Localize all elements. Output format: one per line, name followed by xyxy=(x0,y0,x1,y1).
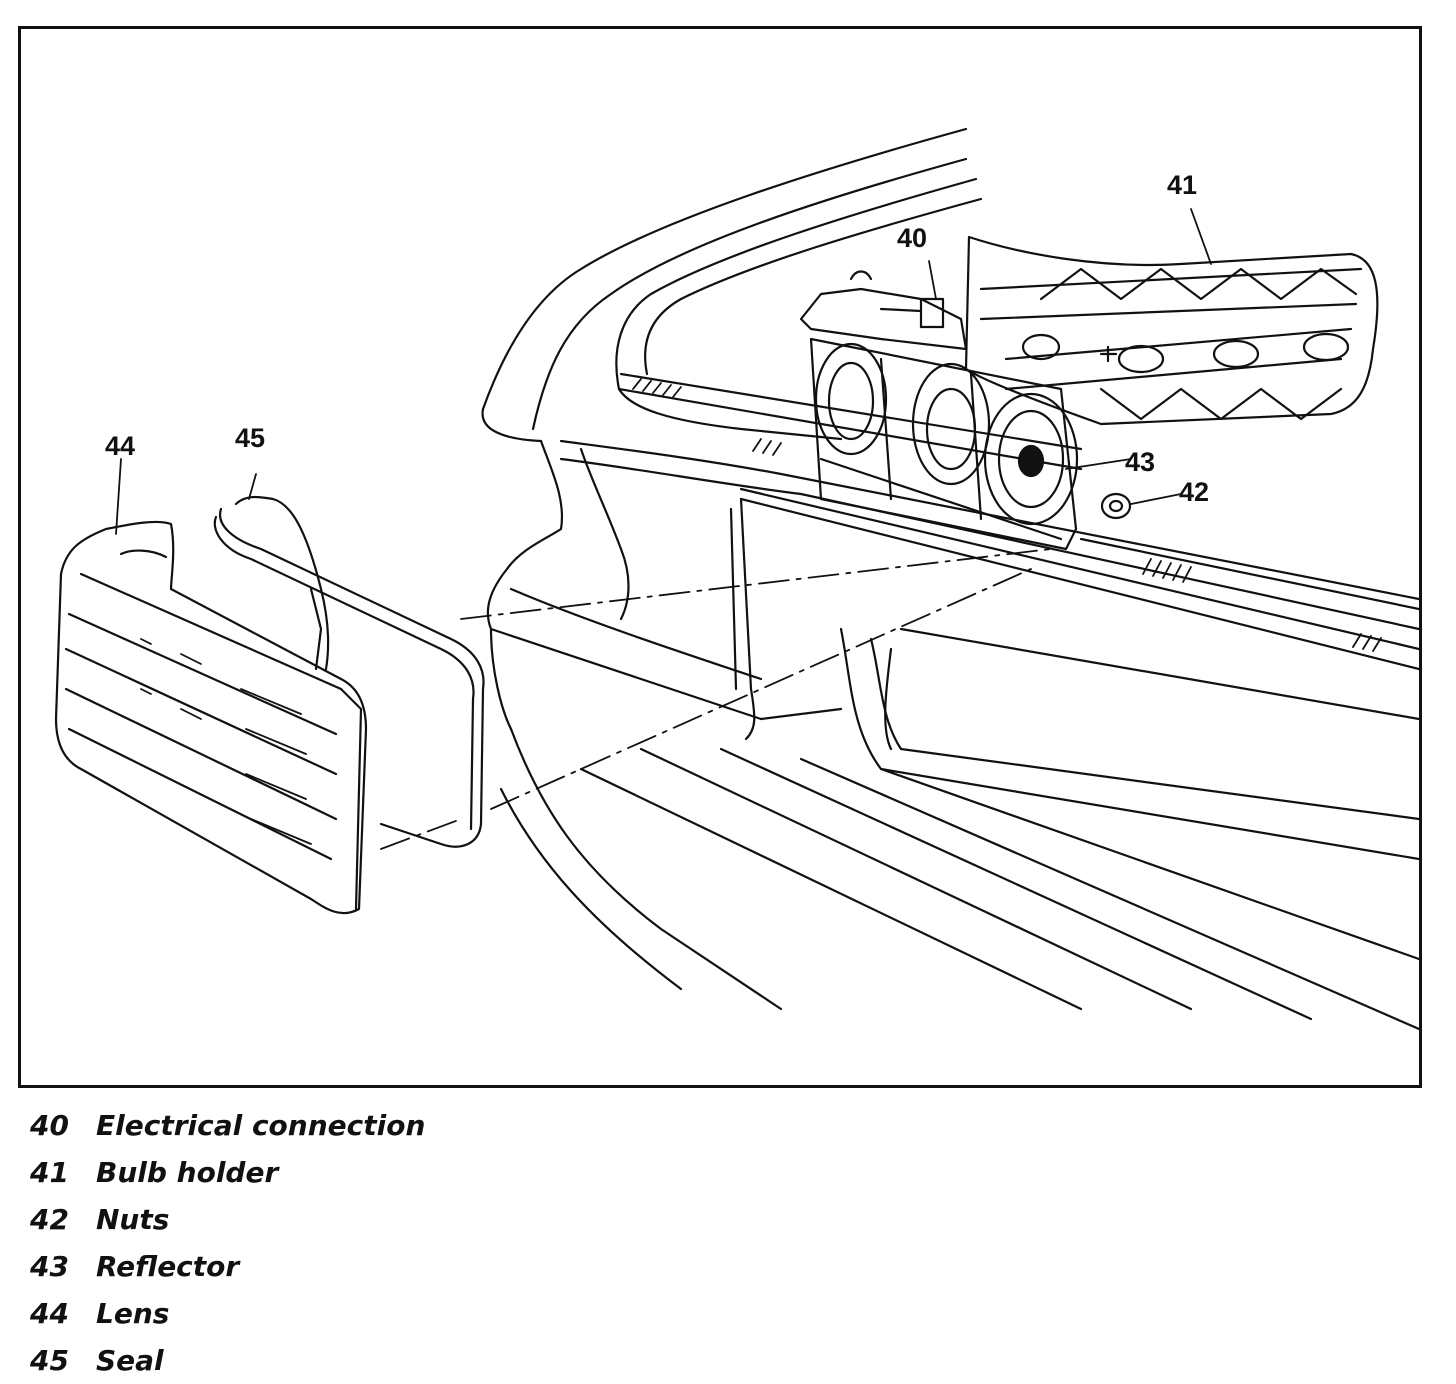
nut-part-42 xyxy=(1100,492,1132,520)
legend-row: 42 Nuts xyxy=(30,1196,670,1243)
connector-part-40 xyxy=(799,270,968,351)
legend-row: 45 Seal xyxy=(30,1337,670,1384)
callout-44: 44 xyxy=(105,431,136,461)
legend-number: 44 xyxy=(30,1297,69,1330)
legend-label: Electrical connection xyxy=(96,1109,426,1142)
legend-row: 44 Lens xyxy=(30,1290,670,1337)
legend-label: Reflector xyxy=(96,1250,240,1283)
callout-42: 42 xyxy=(1179,477,1210,507)
legend-label: Bulb holder xyxy=(96,1156,279,1189)
legend-number: 42 xyxy=(30,1203,69,1236)
parts-legend: 40 Electrical connection 41 Bulb holder … xyxy=(30,1102,670,1384)
legend-number: 45 xyxy=(30,1344,69,1377)
callout-45: 45 xyxy=(235,423,266,453)
legend-row: 41 Bulb holder xyxy=(30,1149,670,1196)
reflector-part-43 xyxy=(809,337,1079,551)
callout-41: 41 xyxy=(1167,170,1198,200)
seal-part-45 xyxy=(213,495,485,848)
legend-label: Seal xyxy=(96,1344,164,1377)
legend-number: 41 xyxy=(30,1156,69,1189)
bulb-holder-part-41 xyxy=(964,235,1379,426)
line-drawing xyxy=(54,127,1419,1031)
lens-part-44 xyxy=(54,520,368,915)
legend-number: 40 xyxy=(30,1109,69,1142)
leader-lines xyxy=(115,208,1212,535)
legend-number: 43 xyxy=(30,1250,69,1283)
legend-row: 40 Electrical connection xyxy=(30,1102,670,1149)
callout-40: 40 xyxy=(897,223,928,253)
callout-43: 43 xyxy=(1125,447,1156,477)
car-body-outline xyxy=(380,127,1419,1031)
legend-label: Nuts xyxy=(96,1203,170,1236)
legend-label: Lens xyxy=(96,1297,170,1330)
legend-row: 43 Reflector xyxy=(30,1243,670,1290)
exploded-diagram: 40 41 42 43 44 45 xyxy=(18,26,1422,1088)
